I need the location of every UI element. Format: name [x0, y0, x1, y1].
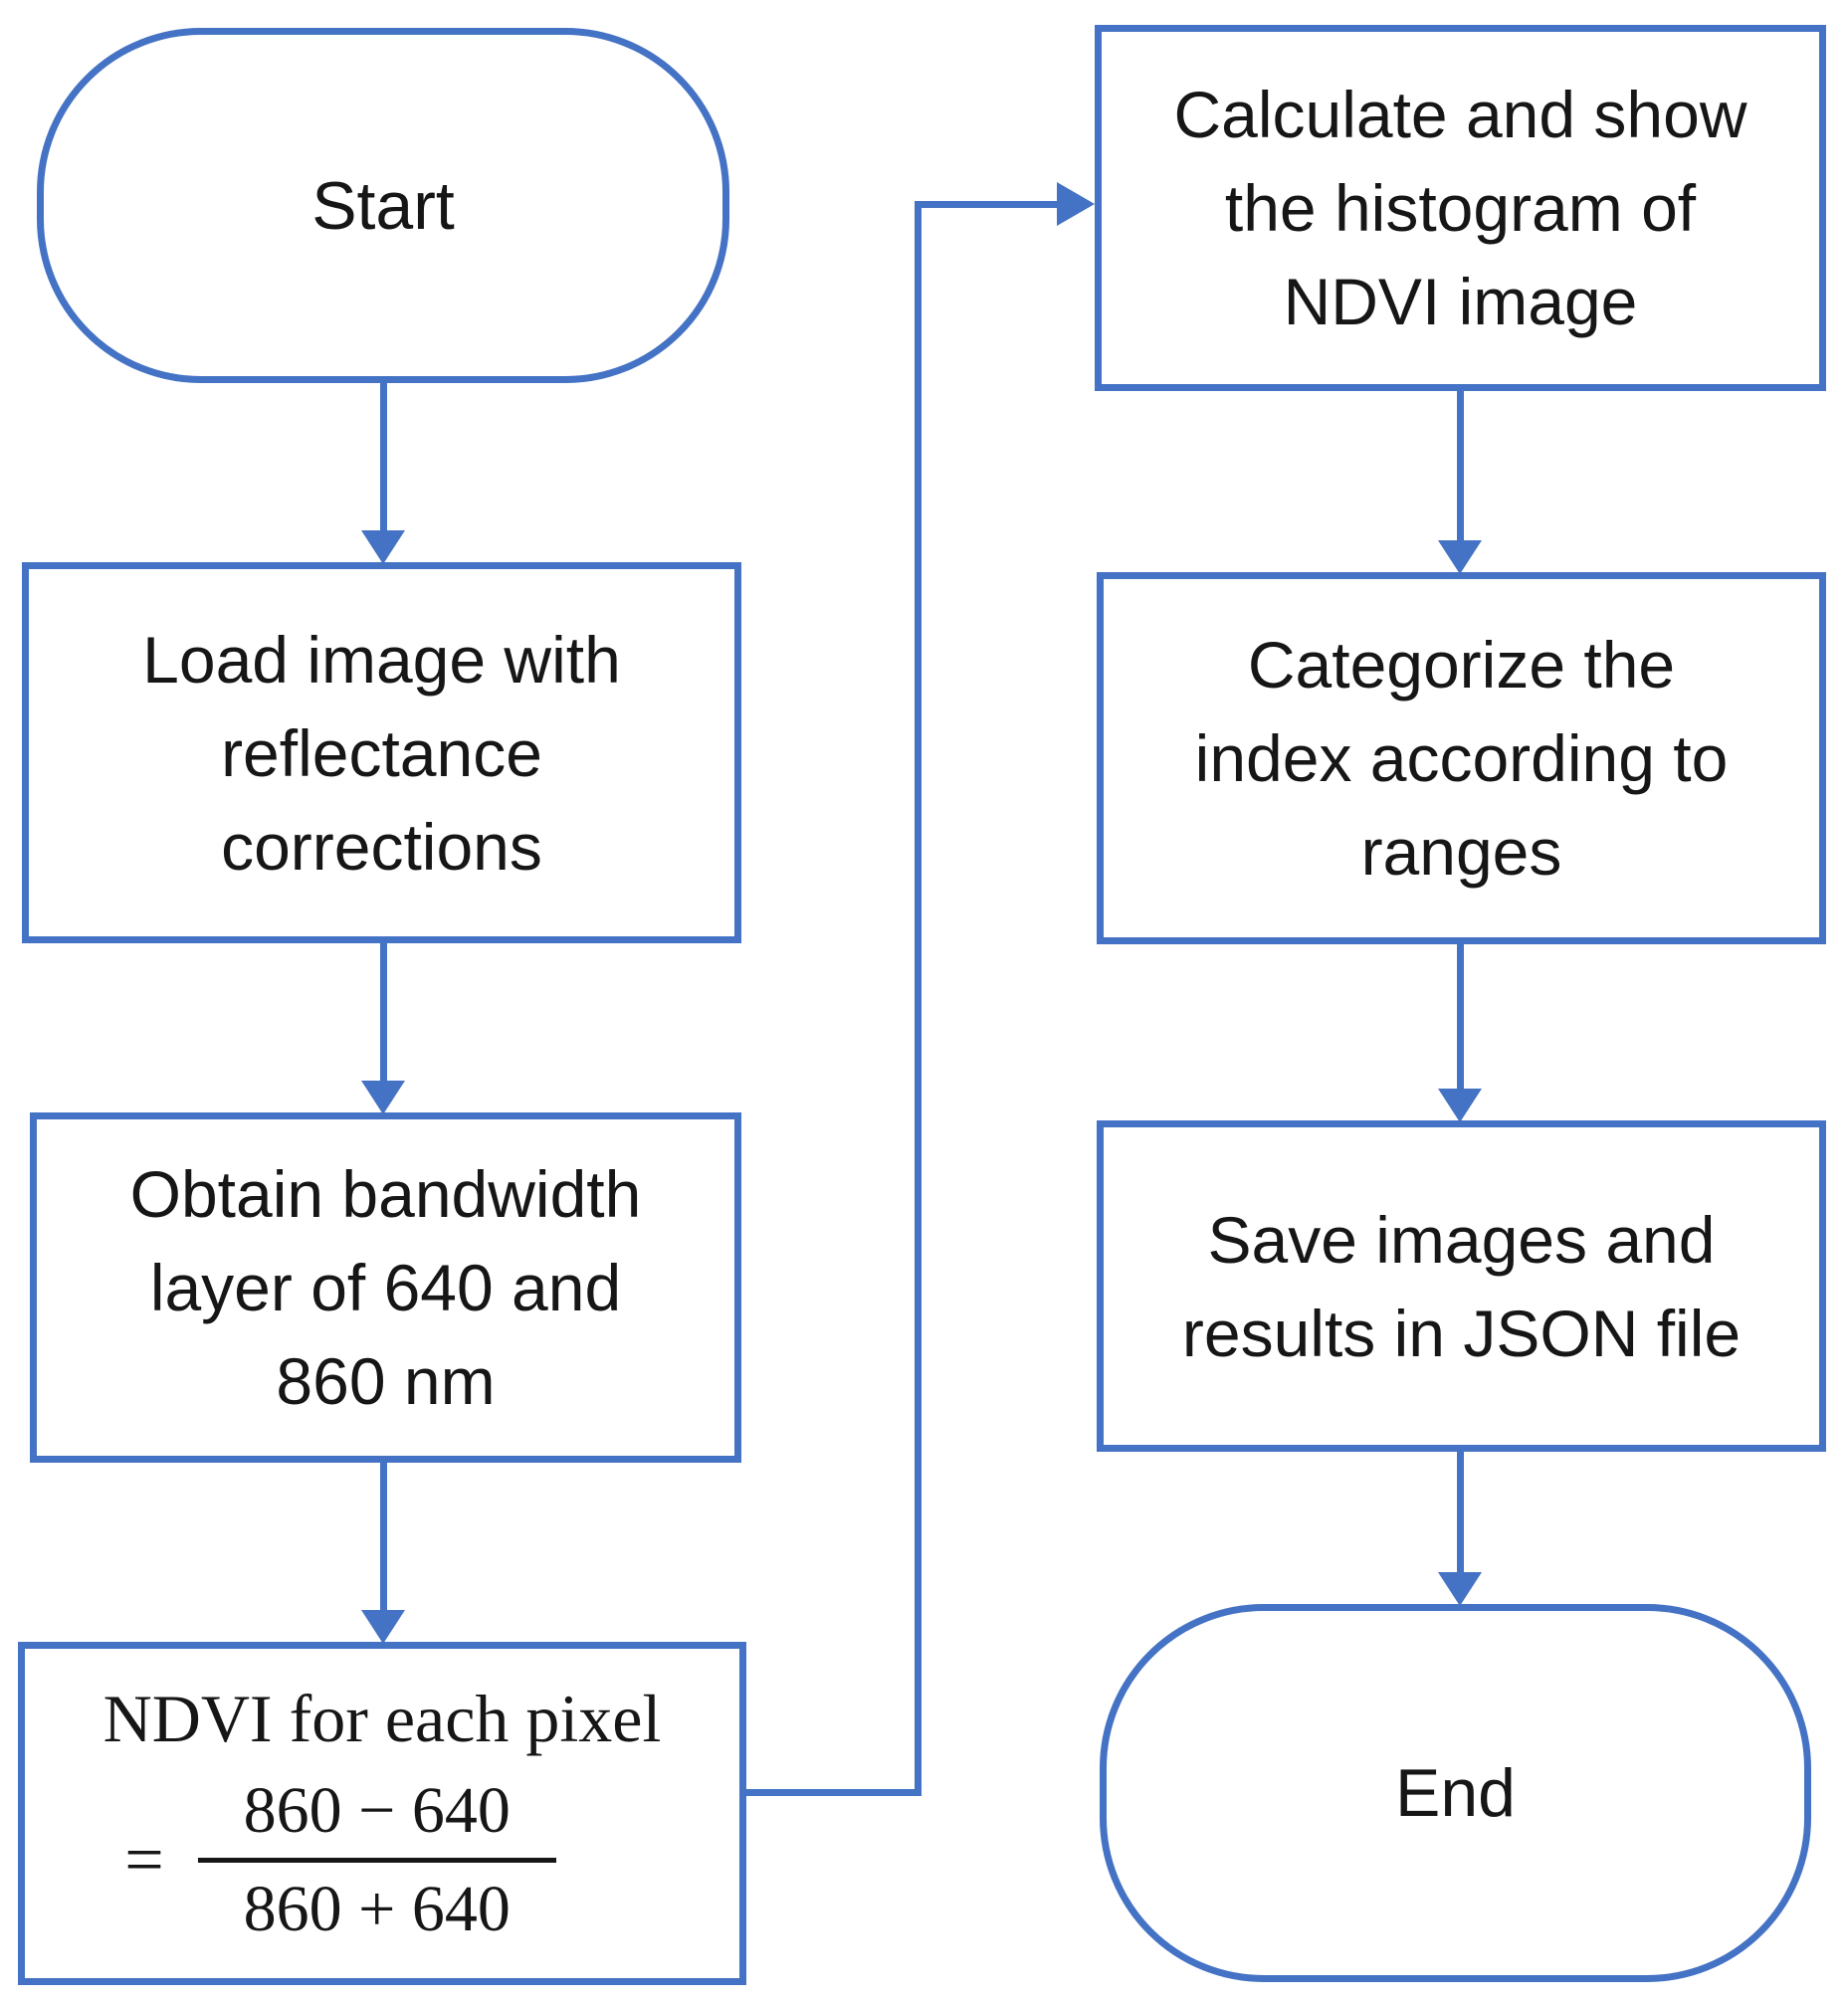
connector-ndvi-to-calculate-segment-bottom	[741, 1789, 922, 1796]
arrowhead-down-icon	[1438, 1572, 1482, 1606]
process-categorize-index: Categorize the index according to ranges	[1097, 572, 1826, 944]
process-ndvi-formula: NDVI for each pixel = 860 − 640 860 + 64…	[18, 1642, 746, 1985]
arrowhead-down-icon	[1438, 540, 1482, 574]
node-label: Start	[311, 167, 455, 244]
connector-ndvi-to-calculate-segment-top	[915, 201, 1059, 208]
arrowhead-down-icon	[1438, 1089, 1482, 1122]
arrow-load-to-obtain	[380, 943, 387, 1083]
node-label: Obtain bandwidth layer of 640 and 860 nm	[130, 1147, 642, 1428]
fraction-bar	[197, 1858, 556, 1863]
arrowhead-down-icon	[361, 1081, 405, 1114]
formula-equation: = 860 − 640 860 + 640	[124, 1772, 556, 1948]
node-label: End	[1395, 1755, 1516, 1831]
terminator-end: End	[1100, 1604, 1811, 1982]
node-label: Load image with reflectance corrections	[142, 613, 621, 894]
arrowhead-down-icon	[361, 1610, 405, 1644]
terminator-start: Start	[37, 28, 729, 383]
fraction-denominator: 860 + 640	[243, 1873, 511, 1945]
node-label-line: Load image with	[142, 622, 621, 697]
node-label-line: Calculate and show	[1173, 78, 1747, 151]
fraction-numerator: 860 − 640	[243, 1774, 511, 1847]
arrow-obtain-to-ndvi	[380, 1463, 387, 1612]
node-label-line: Obtain bandwidth	[129, 1157, 642, 1231]
node-label-line: corrections	[221, 809, 542, 884]
node-label-line: ranges	[1360, 815, 1562, 889]
arrowhead-down-icon	[361, 530, 405, 564]
node-label: Save images and results in JSON file	[1182, 1193, 1741, 1380]
node-label: Categorize the index according to ranges	[1195, 618, 1729, 899]
arrow-start-to-load	[380, 383, 387, 530]
fraction: 860 − 640 860 + 640	[197, 1772, 556, 1948]
node-label-line: layer of 640 and	[149, 1251, 622, 1324]
arrow-save-to-end	[1457, 1452, 1464, 1574]
node-label-line: Categorize the	[1247, 628, 1676, 702]
node-label-line: NDVI image	[1283, 265, 1638, 338]
connector-ndvi-to-calculate-segment-riser	[915, 201, 922, 1796]
node-label-line: index according to	[1194, 721, 1729, 795]
arrow-calculate-to-categorize	[1457, 391, 1464, 542]
process-save-results: Save images and results in JSON file	[1097, 1120, 1826, 1452]
process-load-image: Load image with reflectance corrections	[22, 562, 741, 943]
node-label-line: 860 nm	[276, 1344, 496, 1418]
process-calculate-histogram: Calculate and show the histogram of NDVI…	[1095, 25, 1826, 391]
arrowhead-right-icon	[1057, 182, 1095, 226]
arrow-categorize-to-save	[1457, 944, 1464, 1091]
node-label-line: Save images and	[1207, 1202, 1716, 1277]
node-label: Calculate and show the histogram of NDVI…	[1173, 68, 1746, 348]
node-label-line: results in JSON file	[1181, 1296, 1742, 1370]
process-obtain-bandwidth: Obtain bandwidth layer of 640 and 860 nm	[30, 1112, 741, 1463]
equals-sign: =	[124, 1821, 164, 1899]
formula-title: NDVI for each pixel	[103, 1681, 662, 1756]
node-label-line: the histogram of	[1224, 171, 1697, 245]
node-label-line: reflectance	[221, 715, 542, 790]
